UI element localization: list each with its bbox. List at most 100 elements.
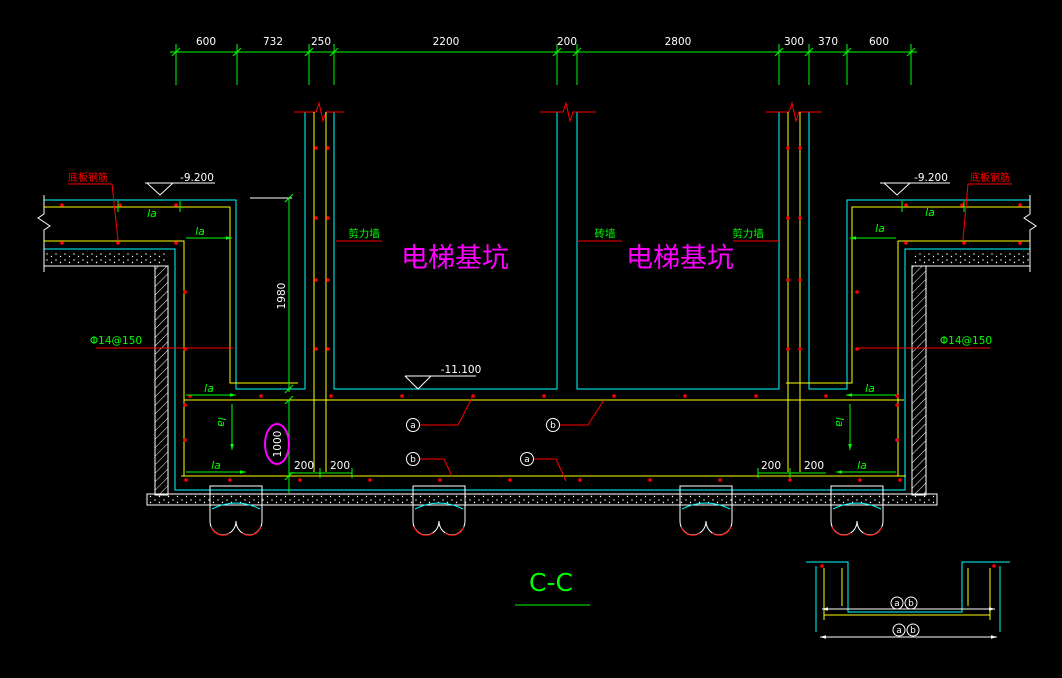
anchor-length-label: la	[857, 459, 867, 472]
rebar-dot	[326, 146, 330, 150]
bar-mark-label: b	[550, 421, 556, 431]
rebar-dot	[438, 478, 442, 482]
detail-mark-label: b	[910, 626, 916, 636]
right-slab-annotations: 底板钢筋 -9.200 Φ14@150	[880, 171, 1010, 347]
pit-bottom-elevation-label: -11.100	[441, 364, 482, 376]
bar-marks: a b b a	[406, 418, 560, 466]
detail-mark-label: b	[908, 599, 914, 609]
rebar-dot	[898, 478, 902, 482]
bottom-cushion	[146, 493, 938, 506]
cushion-layers	[44, 251, 1030, 506]
rebar-dot	[858, 478, 862, 482]
left-slab-annotations: 底板钢筋 -9.200 Φ14@150	[68, 171, 215, 347]
slab-thickness-highlight-circle	[264, 423, 290, 465]
left-elevation-marker	[145, 182, 215, 196]
rebar-dot	[118, 203, 122, 207]
anchor-length-label: la	[833, 417, 846, 427]
bottom-dimension-label: 200	[294, 460, 314, 472]
right-hatched-wall	[911, 265, 927, 496]
anchor-length-label: la	[865, 382, 875, 395]
detail-mark-circle	[906, 623, 920, 637]
left-elevation-label: -9.200	[180, 172, 214, 184]
rebar-dot	[60, 203, 64, 207]
section-title: C-C	[529, 568, 573, 597]
anchor-length-label: la	[875, 222, 885, 235]
slab-thickness-dimension: 1000	[264, 395, 294, 493]
rebar-dot	[786, 278, 790, 282]
top-dimension-label: 600	[869, 36, 889, 48]
bar-mark-label: a	[524, 455, 530, 465]
rebar-dot	[368, 478, 372, 482]
rebar-dot	[183, 438, 187, 442]
anchor-tick-marks	[117, 201, 965, 212]
top-dimension-chain: 600 732 250 2200 200 2800 300 370 600	[170, 36, 917, 85]
rebar-dot	[992, 564, 996, 568]
rebar-dot	[820, 564, 824, 568]
bar-mark-circle	[520, 452, 534, 466]
rebar-dot	[1018, 203, 1022, 207]
wall-break-symbols	[294, 101, 822, 123]
anchor-length-label: la	[204, 382, 214, 395]
rebar-dot	[718, 478, 722, 482]
pit-depth-dimension-line	[284, 193, 294, 394]
bottom-dimension-label: 200	[330, 460, 350, 472]
rebar-dot	[329, 394, 333, 398]
right-elevator-pit-label: 电梯基坑	[626, 243, 734, 274]
top-dimension-label: 732	[263, 36, 283, 48]
rebar-dot	[904, 203, 908, 207]
top-dimension-label: 300	[784, 36, 804, 48]
slab-thickness-label: 1000	[272, 431, 284, 458]
rebar-dot	[314, 347, 318, 351]
rebar-dot	[314, 146, 318, 150]
bar-mark-label: a	[410, 421, 416, 431]
bar-mark-circle	[406, 452, 420, 466]
rebar-dot	[326, 347, 330, 351]
brick-wall-label: 砖墙	[595, 227, 616, 240]
rebar-dot	[314, 278, 318, 282]
rebar-dot	[786, 216, 790, 220]
rebar-dot	[683, 394, 687, 398]
top-dimension-extension-lines	[175, 44, 912, 85]
rebar-dot	[184, 478, 188, 482]
bottom-dimension-label: 200	[804, 460, 824, 472]
rebar-dot	[855, 290, 859, 294]
rebar-dot	[259, 394, 263, 398]
right-bottom-slab-rebar-label: 底板钢筋	[970, 171, 1010, 184]
left-slab-cushion	[44, 251, 168, 264]
concrete-outline	[44, 112, 1030, 491]
rebar-dot	[578, 478, 582, 482]
rebar-dot	[326, 216, 330, 220]
rebar-dot	[183, 290, 187, 294]
rebar-dot	[174, 241, 178, 245]
left-shear-wall-label: 剪力墙	[348, 227, 380, 240]
right-elevation-label: -9.200	[914, 172, 948, 184]
top-dimension-label: 200	[557, 36, 577, 48]
rebar-dot	[508, 478, 512, 482]
rebar-dot	[471, 394, 475, 398]
rebar-dot	[612, 394, 616, 398]
detail-mark-circle	[892, 623, 906, 637]
top-dimension-slashes	[171, 47, 916, 57]
rebar-dot	[298, 478, 302, 482]
rebar-dot	[1018, 241, 1022, 245]
bottom-dimension-lines	[289, 468, 826, 478]
bottom-dimension-label: 200	[761, 460, 781, 472]
pit-bottom-elevation-marker	[404, 375, 476, 390]
detail-mark-circle	[904, 596, 918, 610]
bar-mark-circle	[406, 418, 420, 432]
leader-lines	[68, 183, 1012, 482]
anchor-length-label: la	[211, 459, 221, 472]
detail-mark-label: a	[896, 626, 902, 636]
top-dimension-label: 250	[311, 36, 331, 48]
rebar-dot	[895, 438, 899, 442]
top-dimension-label: 600	[196, 36, 216, 48]
rebar-dot	[895, 394, 899, 398]
rebar-dot	[60, 241, 64, 245]
rebar-dot	[824, 394, 828, 398]
top-dimension-label: 2800	[665, 36, 692, 48]
rebar-dot	[798, 278, 802, 282]
rebar-dot	[326, 278, 330, 282]
right-slab-cushion	[912, 251, 1030, 264]
